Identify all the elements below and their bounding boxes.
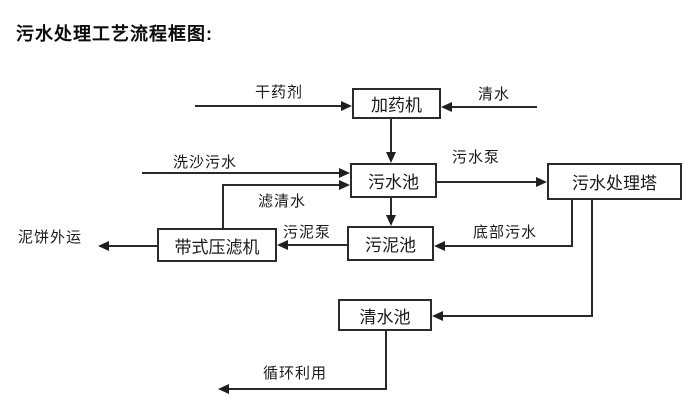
arrowhead-left-icon [434,241,445,251]
node-treatment-tower: 污水处理塔 [547,163,682,200]
arrowhead-right-icon [339,180,350,190]
node-dosing-machine: 加药机 [352,88,441,119]
edge-line-dry-agent [195,105,341,107]
arrowhead-right-icon [341,101,352,111]
edge-label-sand-washing: 洗沙污水 [173,154,238,171]
arrowhead-right-icon [536,177,547,187]
edge-label-sewage-pump: 污水泵 [452,149,501,166]
edge-label-filtered-water: 滤清水 [258,193,307,210]
edge-label-clean-water: 清水 [478,86,511,103]
edge-line-mud-cake [109,245,157,247]
edge-label-mud-cake: 泥饼外运 [18,229,83,246]
edge-line-tower-to-clean [443,315,593,317]
arrowhead-left-icon [432,311,443,321]
edge-label-dry-agent: 干药剂 [255,84,304,101]
arrowhead-left-icon [441,102,452,112]
edge-line-clean-water [452,106,537,108]
edge-line-filtered-water-riser [222,185,224,228]
arrowhead-left-icon [98,241,109,251]
edge-line-bottom-sewage-drop [571,200,573,246]
node-sludge-pool: 污泥池 [347,226,434,261]
arrowhead-down-icon [386,152,396,163]
arrowhead-left-icon [277,240,288,250]
arrowhead-right-icon [339,168,350,178]
edge-line-recycling [229,388,387,390]
edge-line-recycling-drop [385,331,387,389]
edge-line-tower-to-clean-drop [591,200,593,317]
edge-label-bottom-sewage: 底部污水 [473,224,538,241]
node-sewage-pool: 污水池 [350,163,437,198]
edge-line-filtered-water [222,184,339,186]
edge-line-sewage-pump [437,181,536,183]
node-belt-filter-press: 带式压滤机 [157,228,277,262]
edge-label-recycling: 循环利用 [263,365,328,382]
edge-label-sludge-pump: 污泥泵 [283,224,332,241]
edge-line-pool-to-sludge [390,198,392,215]
edge-line-sludge-pump [288,244,347,246]
node-clean-water-pool: 清水池 [338,299,432,331]
edge-line-sand-washing [142,172,339,174]
edge-line-bottom-sewage [445,245,573,247]
arrowhead-left-icon [218,384,229,394]
arrowhead-down-icon [386,215,396,226]
edge-line-dosing-to-pool [390,119,392,152]
page-title: 污水处理工艺流程框图: [16,24,213,44]
